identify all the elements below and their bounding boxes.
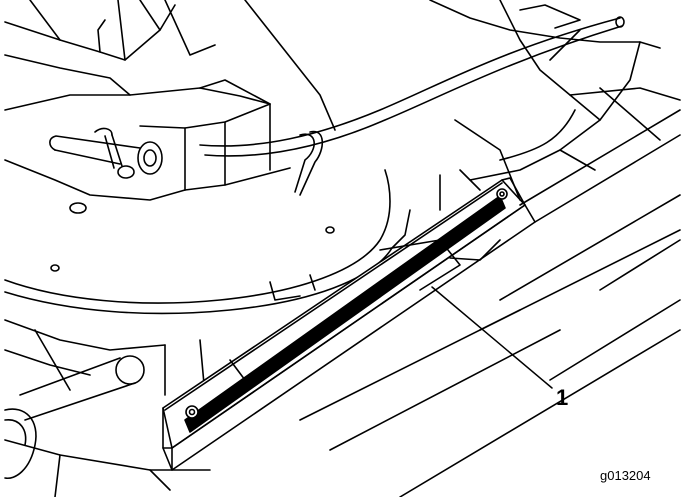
control-rod xyxy=(199,16,625,196)
deck-holes xyxy=(50,202,335,272)
deck-top-right xyxy=(429,0,681,181)
callout-leader-line xyxy=(431,286,553,389)
callout-number: 1 xyxy=(556,385,568,410)
bracket-bolts xyxy=(185,188,508,419)
upper-housing xyxy=(4,0,336,201)
hitch-pin xyxy=(49,127,163,179)
angle-bracket xyxy=(162,177,536,471)
roller xyxy=(4,355,145,479)
figure-code: g013204 xyxy=(600,468,651,483)
lower-housing xyxy=(4,319,211,497)
frame-lines xyxy=(229,109,681,497)
